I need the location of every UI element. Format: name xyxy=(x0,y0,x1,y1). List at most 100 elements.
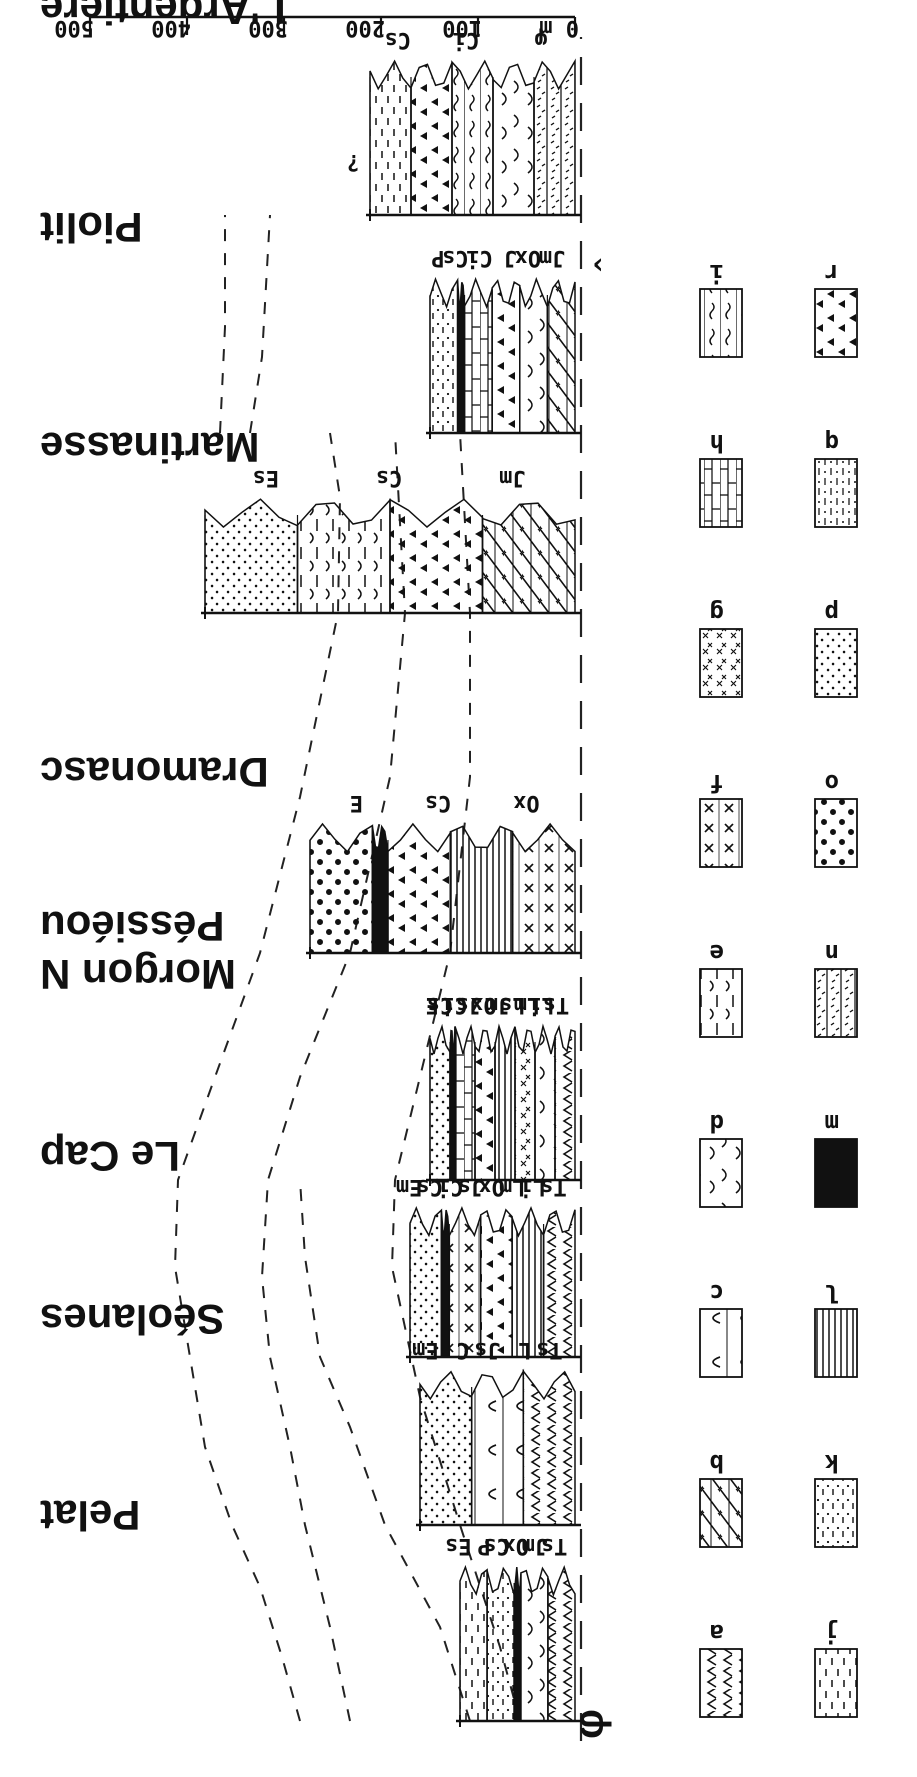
unit-label: Es xyxy=(445,1533,472,1558)
section-title: Séolanes xyxy=(40,1296,224,1343)
legend-swatch xyxy=(814,458,858,528)
lithology-bed xyxy=(479,1208,513,1358)
lithology-bed xyxy=(459,1564,488,1722)
unit-label: Ls xyxy=(499,992,526,1017)
legend-swatch xyxy=(699,1308,743,1378)
unit-label: Jm xyxy=(499,465,526,490)
legend-key: h xyxy=(710,429,724,457)
lithology-bed xyxy=(429,276,459,434)
unit-label: Ts xyxy=(541,1533,568,1558)
legend-key: l xyxy=(825,1279,839,1307)
lithology-bed xyxy=(296,498,391,614)
unit-label: Cs xyxy=(442,245,469,270)
legend-swatch xyxy=(699,1478,743,1548)
correlation-line xyxy=(173,432,342,1722)
lithology-bed xyxy=(204,498,299,614)
legend-key: k xyxy=(824,1449,839,1477)
legend-key: q xyxy=(825,429,839,457)
lithology-bed xyxy=(481,502,576,614)
legend-swatch xyxy=(814,288,858,358)
lithology-bed xyxy=(369,59,412,216)
section-title: Péssiéou xyxy=(40,903,224,950)
unit-label: P xyxy=(431,245,444,270)
legend-swatch xyxy=(814,798,858,868)
lithology-bed xyxy=(429,1023,451,1181)
section-title: Pelat xyxy=(40,1492,140,1539)
lithology-bed xyxy=(491,279,521,434)
lithology-bed xyxy=(514,1026,536,1181)
unit-label: Cs xyxy=(385,27,412,52)
legend-swatch xyxy=(814,1138,858,1208)
legend-swatch xyxy=(814,628,858,698)
section-title: Le Cap xyxy=(40,1133,180,1180)
legend-swatch xyxy=(699,458,743,528)
scale-tick-label: 400 xyxy=(151,15,191,40)
unit-label: E xyxy=(350,790,363,815)
unit-label: Cs xyxy=(483,1533,510,1558)
lithology-bed xyxy=(410,62,453,216)
lithology-bed xyxy=(419,1370,473,1526)
lithology-bed xyxy=(389,498,484,614)
query-mark: ? xyxy=(347,149,360,174)
legend-key: j xyxy=(825,1619,839,1647)
scale-tick-label: 300 xyxy=(248,15,288,40)
legend-key: c xyxy=(710,1279,724,1307)
correlation-line xyxy=(249,214,271,434)
unit-label: Jm xyxy=(539,245,566,270)
legend-swatch xyxy=(699,968,743,1038)
lithology-bed xyxy=(463,276,493,434)
lithology-bed xyxy=(449,825,514,954)
correlation-line xyxy=(260,432,407,1722)
lithology-bed xyxy=(522,1368,576,1526)
lithology-bed xyxy=(448,1205,482,1358)
legend-key: r xyxy=(825,259,839,287)
unit-label: Ci xyxy=(453,27,480,52)
lithology-bed xyxy=(371,824,389,954)
unit-label: Js xyxy=(456,992,483,1017)
unit-label: Ci xyxy=(466,245,493,270)
unit-label: Jm xyxy=(485,992,512,1017)
lithology-bed xyxy=(456,280,466,434)
lithology-bed xyxy=(492,63,535,216)
legend-key: m xyxy=(825,1109,839,1137)
legend-key: i xyxy=(710,259,724,287)
legend-key: o xyxy=(825,769,839,797)
legend-swatch xyxy=(814,1478,858,1548)
lithology-bed xyxy=(387,822,452,954)
unit-label: E xyxy=(425,992,438,1017)
unit-label: Cs xyxy=(376,465,403,490)
legend-key: d xyxy=(710,1109,724,1137)
lithology-bed xyxy=(451,59,494,216)
legend-key: f xyxy=(710,769,724,797)
correlation-line xyxy=(390,432,521,1722)
unit-label: Li xyxy=(528,992,555,1017)
lithology-bed xyxy=(511,1205,545,1358)
legend-key: a xyxy=(710,1619,724,1647)
lithology-bed xyxy=(546,279,576,434)
legend-swatch xyxy=(699,288,743,358)
scale-tick-label: 0 m xyxy=(539,15,579,40)
legend-swatch xyxy=(699,798,743,868)
legend-swatch xyxy=(814,968,858,1038)
caret-mark: ^ xyxy=(590,258,618,272)
unit-label: Ox xyxy=(513,790,540,815)
legend-swatch xyxy=(699,1138,743,1208)
scale-tick-label: 100 xyxy=(442,15,482,40)
lithology-bed xyxy=(486,1566,515,1722)
scale-tick-label: 500 xyxy=(54,15,94,40)
legend-key: b xyxy=(710,1449,724,1477)
legend-swatch xyxy=(814,1308,858,1378)
lithology-bed xyxy=(470,1368,525,1526)
section-title: Dramonasc xyxy=(40,749,269,796)
unit-label: Em xyxy=(396,1174,423,1199)
section-title: Piolit xyxy=(40,204,143,251)
lithology-bed xyxy=(519,276,549,434)
unit-label: Ox xyxy=(503,1533,530,1558)
unit-label: Es xyxy=(253,465,280,490)
legend-swatch xyxy=(699,1648,743,1718)
